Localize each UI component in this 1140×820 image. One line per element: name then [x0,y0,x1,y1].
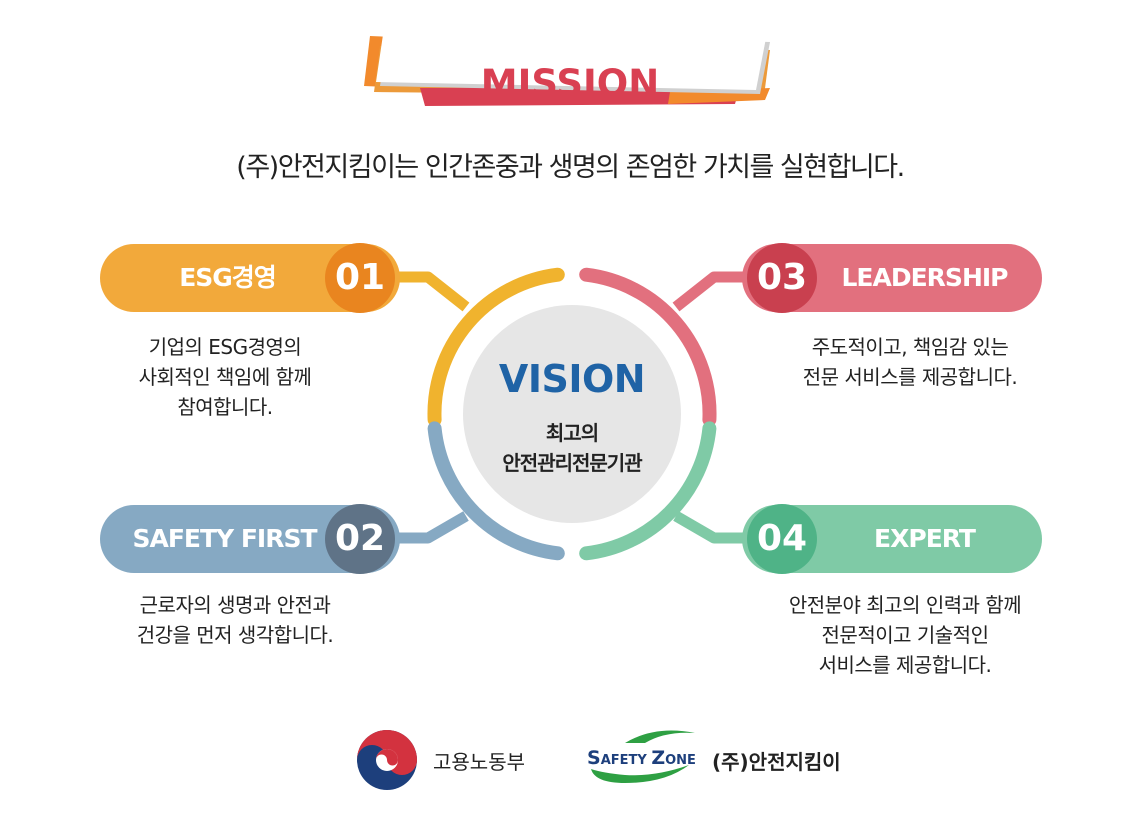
vision-line-1: 최고의 [545,421,599,445]
brand-letter: Z [651,747,666,769]
value-label-esg: ESG경영 [179,263,277,292]
desc-line: 전문적이고 기술적인 [821,623,989,647]
value-number-esg: 01 [325,243,395,313]
mission-statement: (주)안전지킴이는 인간존중과 생명의 존엄한 가치를 실현합니다. [236,152,905,183]
connector-expert [673,511,752,544]
mission-ribbon-graphic [364,28,770,106]
value-desc-leadership: 주도적이고, 책임감 있는 전문 서비스를 제공합니다. [765,332,1055,392]
desc-line: 안전분야 최고의 인력과 함께 [788,593,1022,617]
desc-line: 전문 서비스를 제공합니다. [802,365,1018,389]
value-desc-esg: 기업의 ESG경영의 사회적인 책임에 함께 참여합니다. [90,332,360,422]
value-label-expert: EXPERT [874,524,976,553]
arc-expert [579,421,717,561]
mission-banner: MISSION [350,28,790,118]
connector-esg [390,271,470,312]
value-number-safety-first: 02 [325,504,395,574]
value-label-leadership: LEADERSHIP [841,263,1009,292]
desc-line: 근로자의 생명과 안전과 [139,593,331,617]
ministry-name: 고용노동부 [433,750,525,774]
safety-zone-swoosh-icon [591,730,695,783]
safety-zone-wordmark: SAFETY ZONE [587,747,696,769]
value-pill-esg: ESG경영 01 [100,243,400,313]
vision-circle: VISION 최고의 안전관리전문기관 [463,305,681,523]
value-desc-safety-first: 근로자의 생명과 안전과 건강을 먼저 생각합니다. [90,590,380,650]
desc-line: 기업의 ESG경영의 [148,335,302,359]
desc-line: 참여합니다. [177,395,273,419]
arc-safety [427,421,565,561]
safety-zone-logo: SAFETY ZONE [585,725,703,787]
desc-line: 서비스를 제공합니다. [818,653,992,677]
arc-leadership [579,267,717,427]
vision-line-2: 안전관리전문기관 [502,451,642,475]
connector-leadership [672,271,752,312]
desc-line: 사회적인 책임에 함께 [138,365,312,389]
desc-line: 주도적이고, 책임감 있는 [811,335,1009,359]
value-desc-expert: 안전분야 최고의 인력과 함께 전문적이고 기술적인 서비스를 제공합니다. [740,590,1070,680]
value-number-leadership: 03 [747,243,817,313]
brand-letters: AFETY [600,753,652,768]
brand-letters: ONE [665,753,696,768]
connector-safety [390,511,469,544]
value-label-safety-first: SAFETY FIRST [132,524,317,553]
value-pill-expert: 04 EXPERT [742,504,1042,574]
value-pill-safety-first: SAFETY FIRST 02 [100,504,400,574]
company-name: (주)안전지킴이 [712,750,841,774]
ministry-emblem-icon [355,728,419,792]
mission-title: MISSION [480,62,660,105]
arc-esg [427,267,565,427]
brand-letter: S [587,747,601,769]
value-number-expert: 04 [747,504,817,574]
value-pill-leadership: 03 LEADERSHIP [742,243,1042,313]
vision-title: VISION [498,357,646,401]
desc-line: 건강을 먼저 생각합니다. [136,623,334,647]
vision-subtitle: 최고의 안전관리전문기관 [463,418,681,478]
